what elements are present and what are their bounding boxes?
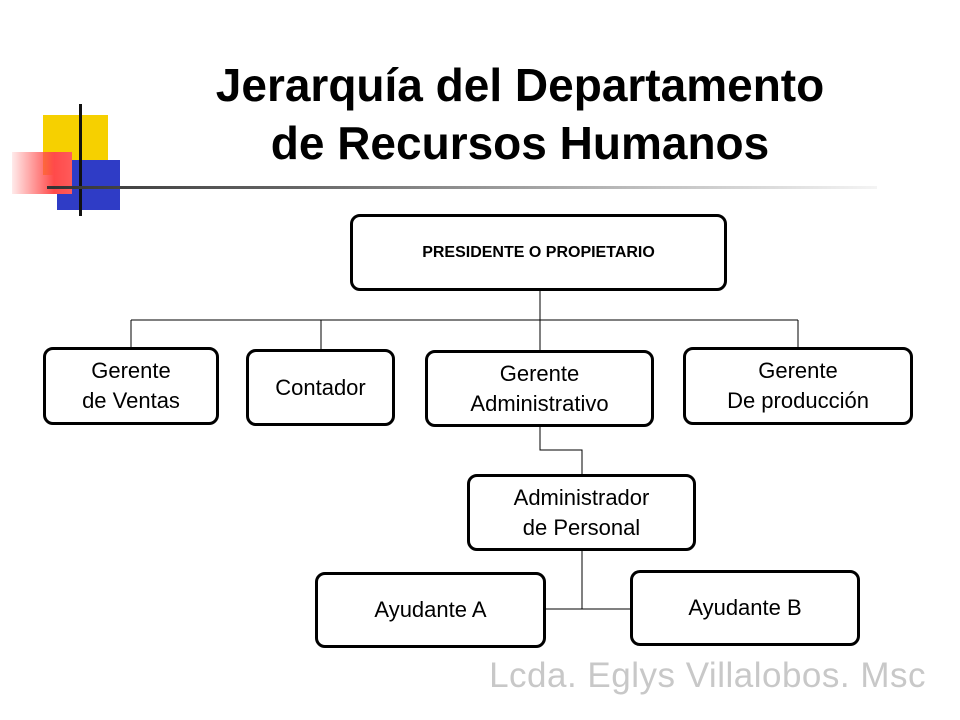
node-personnel-admin: Administrador de Personal [467, 474, 696, 551]
node-president: PRESIDENTE O PROPIETARIO [350, 214, 727, 291]
node-assistant-b: Ayudante B [630, 570, 860, 646]
node-production-manager: Gerente De producción [683, 347, 913, 425]
decor-vertical-line [79, 104, 82, 216]
page-title: Jerarquía del Departamento de Recursos H… [110, 56, 930, 172]
author-credit: Lcda. Eglys Villalobos. Msc [489, 656, 926, 695]
title-underline [47, 186, 877, 189]
node-accountant: Contador [246, 349, 395, 426]
title-line-1: Jerarquía del Departamento [215, 59, 825, 111]
title-line-2: de Recursos Humanos [270, 117, 770, 169]
node-assistant-a: Ayudante A [315, 572, 546, 648]
node-admin-manager: Gerente Administrativo [425, 350, 654, 427]
connector-admin-to-personnel [539, 427, 583, 474]
node-sales-manager: Gerente de Ventas [43, 347, 219, 425]
